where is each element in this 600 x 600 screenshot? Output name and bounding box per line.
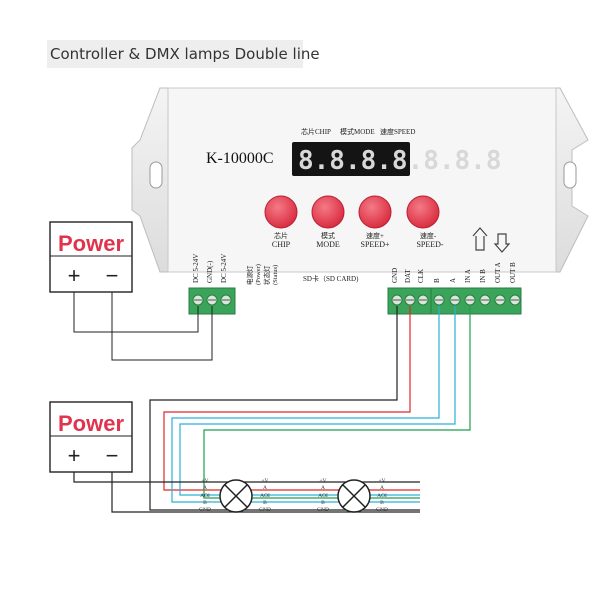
lamp2-out-aoi: AOI [377,493,387,499]
power-led-label-en: (Power) [255,264,262,285]
terminal-label-gnd: GND(-) [206,260,214,283]
signal-label-in-b: IN B [479,269,487,283]
seven-segment-display [292,142,410,176]
power-box-2-label: Power [58,411,124,436]
speed-plus-cn: 速度+ [366,231,384,240]
speed-plus-button[interactable] [358,195,392,229]
speed-top-label: 速度SPEED [380,127,415,136]
lamp1-in-gnd: GND [199,507,211,513]
chip-button[interactable] [264,195,298,229]
lamp1-in-a: A [203,485,207,491]
dmx-lamp-2 [337,479,371,513]
signal-label-out-a: OUT A [494,262,502,283]
signal-label-a: A [449,278,457,283]
power-wires-2 [73,472,420,513]
power-box-1-minus: − [106,263,119,288]
lamp1-out-aoi: AOI [260,493,270,499]
mode-top-label: 模式MODE [340,127,375,136]
lamp2-in-aoi: AOI [318,493,328,499]
lamp2-out-b: B [380,500,384,506]
display-digits: 8.8.8.8.8.8.8 [298,146,502,176]
lamp1-out-b: B [263,500,267,506]
signal-label-clk: CLK [417,269,425,283]
diagram-title: Controller & DMX lamps Double line [47,40,320,68]
lamp2-out-gnd: GND [376,507,388,513]
chip-button-en: CHIP [272,240,291,249]
arrow-down-icon [493,233,511,253]
speed-minus-cn: 速度- [420,231,437,240]
lamp1-in-b: B [203,500,207,506]
power-box-2 [49,401,133,473]
lamp1-in-v: +V [201,478,208,484]
lamp1-out-a: A [263,485,267,491]
lamp2-in-v: +V [319,478,326,484]
signal-label-gnd: GND [391,268,399,283]
chip-button-cn: 芯片 [274,231,288,240]
dmx-lamp-1 [219,479,253,513]
controller-case [131,87,589,273]
status-led-label-cn: 状态灯 [262,265,271,285]
model-label: K-10000C [206,150,274,167]
arrow-up-icon [472,227,488,251]
signal-wires [149,306,471,511]
lamp2-out-a: A [380,485,384,491]
speed-plus-en: SPEED+ [361,240,390,249]
terminal-label-dc2: DC 5-24V [220,254,228,283]
lamp1-out-v: +V [261,478,268,484]
power-box-2-minus: − [106,443,119,468]
lamp2-out-v: +V [378,478,385,484]
mounting-hole-left [149,161,163,189]
speed-minus-en: SPEED- [416,240,443,249]
mode-button-cn: 模式 [321,231,335,240]
lamp2-in-b: B [321,500,325,506]
sd-card-label: SD卡（SD CARD) [303,274,359,283]
power-wires-1 [73,292,213,361]
power-box-2-plus: + [68,443,81,468]
lamp2-in-gnd: GND [317,507,329,513]
mode-button-en: MODE [316,240,340,249]
lamp2-in-a: A [321,485,325,491]
speed-minus-button[interactable] [406,195,440,229]
terminal-label-dc1: DC 5-24V [192,254,200,283]
signal-label-dat: DAT [404,269,412,283]
lamp1-in-aoi: AOI [200,493,210,499]
lamp1-out-gnd: GND [259,507,271,513]
signal-label-out-b: OUT B [509,262,517,283]
mounting-hole-right [563,161,577,189]
signal-label-in-a: IN A [464,269,472,283]
signal-label-b: B [433,278,441,283]
mode-button[interactable] [311,195,345,229]
power-box-1-plus: + [68,263,81,288]
power-box-1-label: Power [58,231,124,256]
chip-top-label: 芯片CHIP [301,127,331,136]
status-led-label-en: (Status) [272,265,279,285]
power-led-label-cn: 电源灯 [245,265,254,285]
power-box-1 [49,221,133,293]
